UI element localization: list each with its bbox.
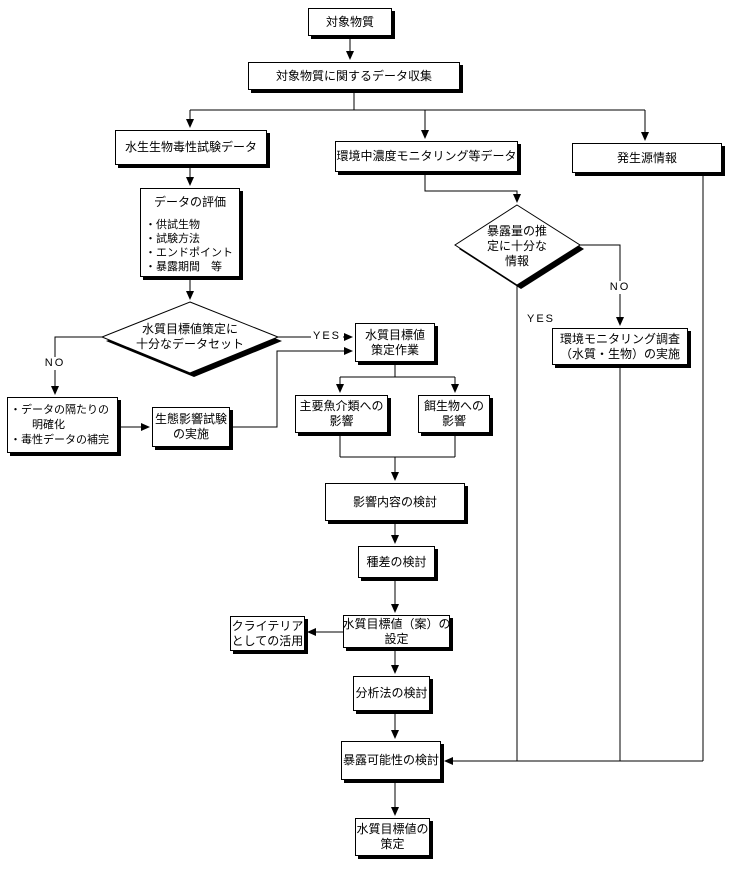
node-impact-review: 影響内容の検討 bbox=[325, 483, 465, 521]
data-evaluation-item: ・供試生物 bbox=[145, 219, 200, 231]
node-species-diff: 種差の検討 bbox=[358, 546, 435, 578]
node-env-monitoring-data: 環境中濃度モニタリング等データ bbox=[335, 141, 518, 172]
node-eco-test: 生態影響試験 の実施 bbox=[152, 407, 230, 447]
node-fish-impact: 主要魚介類への 影響 bbox=[295, 395, 388, 433]
data-evaluation-title: データの評価 bbox=[153, 195, 226, 209]
data-evaluation-item: ・エンドポイント bbox=[145, 247, 233, 259]
node-prey-impact: 餌生物への 影響 bbox=[418, 395, 490, 433]
node-analysis-method: 分析法の検討 bbox=[353, 676, 430, 711]
node-data-collection: 対象物質に関するデータ収集 bbox=[248, 62, 460, 90]
label-yes-exposure: YES bbox=[521, 313, 561, 326]
node-final-target: 水質目標値の 策定 bbox=[355, 818, 430, 856]
data-evaluation-item: ・暴露期間 等 bbox=[145, 261, 222, 273]
label-no-exposure: NO bbox=[603, 281, 637, 294]
connectors bbox=[51, 36, 704, 816]
node-data-evaluation: データの評価 ・供試生物 ・試験方法 ・エンドポイント ・暴露期間 等 bbox=[140, 188, 240, 277]
node-target-substance: 対象物質 bbox=[308, 8, 392, 36]
decision-dataset-label: 水質目標値策定に 十分なデータセット bbox=[135, 322, 244, 351]
node-criteria-use: クライテリア としての活用 bbox=[230, 616, 305, 651]
node-source-info: 発生源情報 bbox=[572, 143, 722, 173]
node-exposure-review: 暴露可能性の検討 bbox=[341, 741, 441, 780]
decision-diamond-dataset bbox=[100, 301, 282, 377]
decision-diamond-exposure bbox=[454, 204, 584, 289]
node-draft-target: 水質目標値（案）の 設定 bbox=[343, 615, 451, 648]
decision-exposure-label: 暴露量の推 定に十分な 情報 bbox=[486, 223, 547, 268]
node-data-gap: ・データの隔たりの 明確化 ・毒性データの補完 bbox=[7, 397, 118, 453]
node-env-monitoring-survey: 環境モニタリング調査 （水質・生物）の実施 bbox=[552, 328, 688, 365]
label-no-dataset: NO bbox=[38, 357, 72, 370]
node-target-setting-work: 水質目標値 策定作業 bbox=[355, 323, 435, 362]
data-evaluation-item: ・試験方法 bbox=[145, 233, 200, 245]
node-toxicity-test-data: 水生生物毒性試験データ bbox=[115, 130, 267, 165]
label-yes-dataset: YES bbox=[311, 330, 343, 343]
